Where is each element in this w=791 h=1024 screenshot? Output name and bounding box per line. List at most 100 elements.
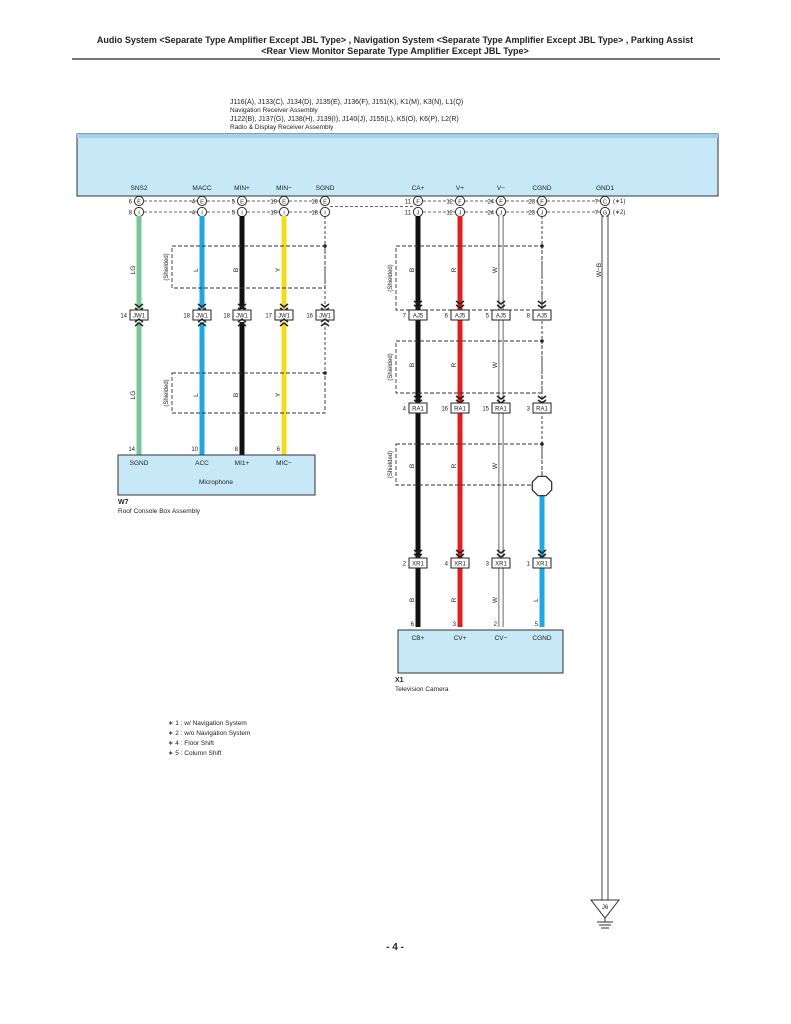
chevron-down-icon <box>537 304 547 309</box>
connector-jw1-1-label: JW1 <box>196 313 209 319</box>
terminal-pin-letter: F <box>416 199 420 205</box>
terminal-pin-circle <box>133 195 145 207</box>
microphone-terminal: MIC− <box>276 460 292 467</box>
connector-jw1-3-pin: 17 <box>265 313 272 319</box>
terminal-pin-letter: J <box>541 210 544 216</box>
terminal-pin-circle <box>599 195 611 207</box>
chevron-up-icon <box>279 318 289 323</box>
connector-xr1-3-box <box>532 557 552 569</box>
connector-aj5-2-label: AJ5 <box>496 313 507 319</box>
terminal-pin-number: 23 <box>528 210 535 216</box>
connector-aj5-1-label: AJ5 <box>455 313 466 319</box>
shield-right-a-label: (Shielded) <box>388 264 394 291</box>
chevron-down-icon <box>537 395 547 400</box>
wire-code-gnd: W−B <box>596 263 603 277</box>
terminal-pin-letter: E <box>200 199 204 205</box>
shield-dot <box>323 244 327 248</box>
chevron-down-icon <box>496 300 506 305</box>
receiver-name-radio: Radio & Display Receiver Assembly <box>230 124 334 131</box>
terminal-name-8: CGND <box>532 185 551 192</box>
camera-terminal: CV+ <box>454 635 467 642</box>
terminal-pin-letter: C <box>603 199 607 205</box>
wire-code-lower-0: LG <box>130 391 137 400</box>
terminal-pin-letter: E <box>323 199 327 205</box>
terminal-pin-number: 19 <box>270 199 277 205</box>
terminal-pin-circle <box>196 195 208 207</box>
wire-code-right-b-1: R <box>451 362 458 367</box>
chevron-up-icon <box>197 322 207 327</box>
ground-connector-label: J6 <box>602 905 609 911</box>
receiver-name-nav: Navigation Receiver Assembly <box>230 107 319 114</box>
connector-aj5-1-pin: 6 <box>445 313 449 319</box>
camera-pin-number: 6 <box>411 622 415 628</box>
connector-ra1-3-label: RA1 <box>536 406 548 412</box>
shield-right-c <box>395 443 543 486</box>
terminal-pin-letter: J <box>500 210 503 216</box>
terminal-pin-number: 18 <box>311 199 318 205</box>
wire-code-right-d-0: B <box>409 598 416 602</box>
wire-code-right-c-2: W <box>492 462 499 469</box>
terminal-pin-circle <box>278 195 290 207</box>
terminal-pin-number: 8 <box>129 210 133 216</box>
terminal-pin-number: 18 <box>311 210 318 216</box>
chevron-up-icon <box>134 318 144 323</box>
chevron-down-icon <box>279 303 289 308</box>
wire-code-lower-1: L <box>193 393 200 397</box>
connector-xr1-2-label: XR1 <box>495 561 507 567</box>
connector-aj5-0-pin: 7 <box>403 313 407 319</box>
connector-ra1-1-label: RA1 <box>454 406 466 412</box>
wire-code-right-a-2: W <box>492 266 499 273</box>
connector-ra1-2-pin: 15 <box>482 406 489 412</box>
connector-ra1-1-pin: 16 <box>441 406 448 412</box>
terminal-pin-circle <box>319 195 331 207</box>
terminal-pin-number: 7 <box>595 199 599 205</box>
connector-aj5-3-label: AJ5 <box>537 313 548 319</box>
camera-pin-number: 5 <box>535 622 539 628</box>
connector-xr1-1-box <box>450 557 470 569</box>
gnd-note-1: (∗1) <box>613 199 625 205</box>
connector-ra1-0-label: RA1 <box>412 406 424 412</box>
connector-jw1-3-box <box>274 309 294 321</box>
shield-left-upper <box>171 245 326 289</box>
shield-dot <box>540 339 544 343</box>
connector-jw1-0-box <box>129 309 149 321</box>
wire-code-lower-3: Y <box>275 392 282 397</box>
terminal-pin-letter: I <box>241 210 243 216</box>
microphone-pin-number: 6 <box>277 447 281 453</box>
connector-ra1-3-pin: 3 <box>527 406 531 412</box>
terminal-pin-circle <box>412 195 424 207</box>
terminal-pin-number: 19 <box>270 210 277 216</box>
microphone-terminal: MI1+ <box>235 460 250 467</box>
wire-code-right-b-0: B <box>409 363 416 367</box>
terminal-name-7: V− <box>497 185 505 192</box>
camera-pin-number: 3 <box>453 622 457 628</box>
wire-code-right-c-1: R <box>451 463 458 468</box>
chevron-down-icon <box>413 304 423 309</box>
terminal-pin-letter: I <box>283 210 285 216</box>
chevron-down-icon <box>496 304 506 309</box>
chevron-down-icon <box>496 549 506 554</box>
shield-dot <box>323 371 327 375</box>
terminal-name-3: MIN− <box>276 185 292 192</box>
gnd-note-2: (∗2) <box>613 210 625 216</box>
wire-code-right-b-2: W <box>492 361 499 368</box>
microphone-assembly-name: Roof Console Box Assembly <box>118 508 201 515</box>
connector-xr1-2-pin: 3 <box>486 561 490 567</box>
wire-code-right-a-0: B <box>409 268 416 272</box>
connector-ra1-0-pin: 4 <box>403 406 407 412</box>
chevron-up-icon <box>197 318 207 323</box>
microphone-pin-number: 8 <box>235 447 239 453</box>
ground-connector-triangle <box>589 899 621 919</box>
connector-ra1-2-box <box>491 402 511 414</box>
microphone-label: Microphone <box>199 479 233 486</box>
chevron-down-icon <box>413 553 423 558</box>
chevron-down-icon <box>237 303 247 308</box>
terminal-pin-circle <box>454 195 466 207</box>
microphone-code: W7 <box>118 499 129 506</box>
wire-code-right-d-1: R <box>451 597 458 602</box>
terminal-name-6: V+ <box>456 185 464 192</box>
connector-aj5-3-pin: 8 <box>527 313 531 319</box>
shield-left-upper-label: (Shielded) <box>164 253 170 280</box>
connector-xr1-3-label: XR1 <box>536 561 548 567</box>
